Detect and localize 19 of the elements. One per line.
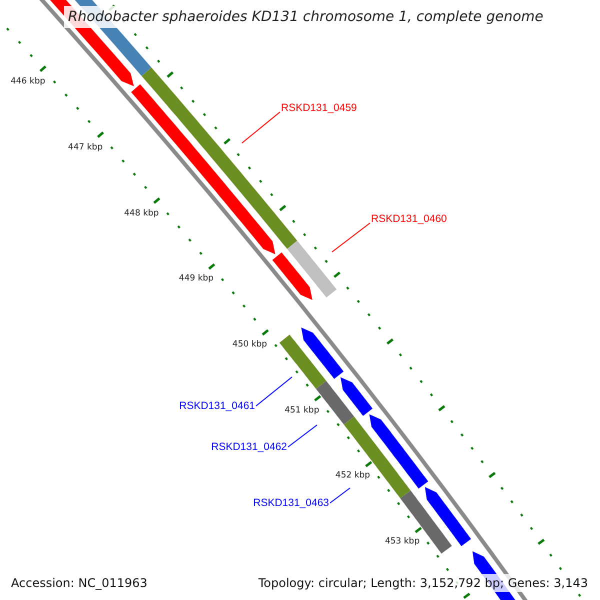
leader-line	[242, 112, 280, 144]
tick-label: 450 kbp	[232, 339, 268, 350]
gene-label: RSKD131_0463	[253, 496, 329, 510]
tick-label: 446 kbp	[10, 76, 46, 88]
leader-line	[256, 376, 292, 406]
tick-label: 448 kbp	[124, 208, 159, 219]
tick-label: 451 kbp	[284, 405, 320, 416]
gene-label: RSKD131_0461	[179, 399, 255, 413]
map-info: Topology: circular; Length: 3,152,792 bp; Genes: 3,143	[256, 574, 590, 592]
tick-label: 449 kbp	[178, 274, 214, 285]
gene-label: RSKD131_0462	[211, 440, 287, 454]
tick-label: 447 kbp	[68, 142, 103, 154]
leader-line	[330, 488, 350, 504]
leader-line	[332, 222, 370, 252]
gene-label: RSKD131_0460	[371, 212, 447, 226]
leader-line	[288, 424, 318, 448]
gene-label: RSKD131_0459	[281, 101, 357, 115]
tick-label: 452 kbp	[335, 470, 370, 482]
tick-label: 453 kbp	[384, 536, 420, 548]
